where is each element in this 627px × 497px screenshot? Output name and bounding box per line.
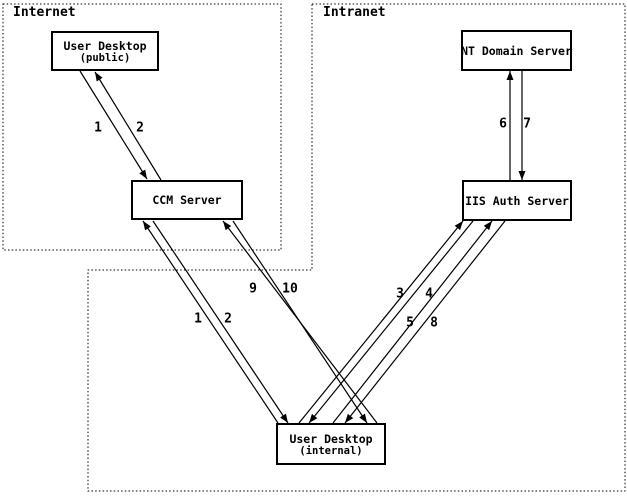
edge-arrow-step4-iis-to-internal-desktop [308,220,474,424]
node-title: User Desktop [63,38,147,53]
node-iis-auth-server: IIS Auth Server [462,180,572,221]
edge-label-step8-iis-to-internal-desktop: 8 [430,316,438,331]
edge-label-step9-internal-desktop-to-ccm: 9 [249,282,257,297]
node-subtitle: (internal) [299,444,363,457]
edge-arrow-step2-ccm-to-internal-desktop [152,220,289,424]
zone-border-internet [2,3,282,251]
edge-arrow-step2-ccm-to-public-desktop [94,71,162,181]
edge-label-step4-iis-to-internal-desktop: 4 [425,287,433,302]
zone-label-internet: Internet [11,5,78,20]
node-user-desktop-internal: User Desktop (internal) [276,423,386,465]
node-title: User Desktop [289,431,373,446]
edge-arrow-step1-public-desktop-to-ccm [79,70,148,180]
node-title: CCM Server [152,193,222,207]
edge-arrow-step1-internal-desktop-to-ccm [142,220,279,424]
edge-arrow-step5-internal-desktop-to-iis [332,220,493,424]
edge-label-step1-public-desktop-to-ccm: 1 [94,121,102,136]
node-nt-domain-server: NT Domain Server [461,30,572,71]
node-subtitle: (public) [79,51,131,64]
edge-arrow-step3-internal-desktop-to-iis [298,220,464,424]
edge-label-step3-internal-desktop-to-iis: 3 [396,287,404,302]
edge-arrow-step8-iis-to-internal-desktop [344,220,506,424]
edge-label-step1-internal-desktop-to-ccm: 1 [194,312,202,327]
node-user-desktop-public: User Desktop (public) [51,31,159,71]
edge-label-step10-ccm-to-internal-desktop: 10 [282,282,298,297]
edge-label-step2-ccm-to-public-desktop: 2 [136,121,144,136]
node-title: NT Domain Server [461,43,572,58]
edge-label-step7-nt-domain-to-iis: 7 [523,117,531,132]
edge-label-step2-ccm-to-internal-desktop: 2 [224,312,232,327]
edge-label-step6-iis-to-nt-domain: 6 [499,117,507,132]
node-ccm-server: CCM Server [131,180,243,220]
zone-border-intranet [87,3,626,492]
zone-label-intranet: Intranet [321,5,388,20]
edge-arrow-step10-ccm-to-internal-desktop [232,220,368,424]
node-title: IIS Auth Server [465,193,569,208]
edge-label-step5-internal-desktop-to-iis: 5 [406,316,414,331]
